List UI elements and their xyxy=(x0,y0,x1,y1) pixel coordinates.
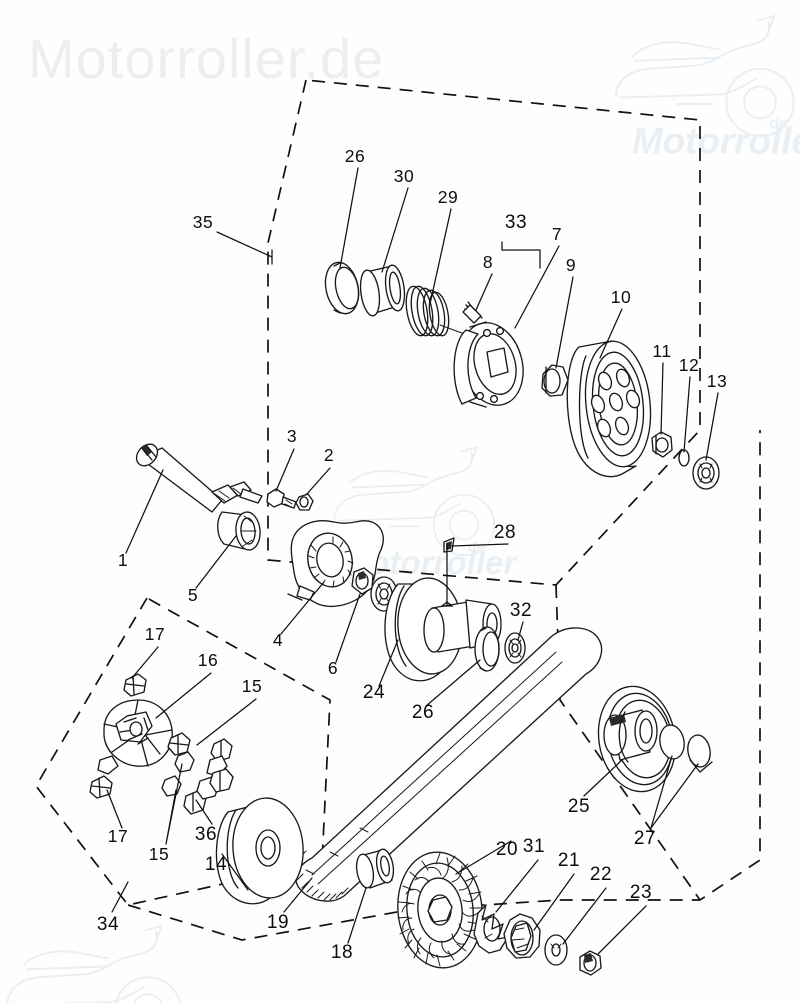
part-23-nut xyxy=(579,950,602,976)
part-11-hex-nut xyxy=(651,431,673,458)
callout-15b: 15 xyxy=(242,676,262,696)
part-29-clutch-spring xyxy=(405,285,471,337)
part-27-oval-washers xyxy=(659,724,713,773)
callout-29: 29 xyxy=(438,187,458,207)
watermark-logo-word-tr: Motorroller xyxy=(632,121,800,162)
callout-4: 4 xyxy=(273,630,283,650)
fan-blades xyxy=(397,852,483,967)
part-31-starter-ratchet xyxy=(473,904,509,954)
watermark-scooter-bottom-left: Motorroller de xyxy=(6,924,181,1003)
callout-16: 16 xyxy=(198,650,218,670)
part-6-nut xyxy=(351,567,374,595)
part-16-variator-ramp-plate xyxy=(97,699,173,775)
callout-25: 25 xyxy=(568,796,590,817)
part-1-kickstarter-shaft xyxy=(135,443,263,513)
part-26-oil-seal xyxy=(324,261,360,315)
callout-5: 5 xyxy=(188,585,198,605)
part-30-bushing xyxy=(359,264,406,317)
callout-11: 11 xyxy=(652,341,671,361)
part-14-variator-pulley-half xyxy=(215,797,304,905)
callout-3: 3 xyxy=(287,426,297,446)
callout-21: 21 xyxy=(558,850,580,871)
callout-7: 7 xyxy=(552,224,562,244)
callout-1: 1 xyxy=(118,550,128,570)
callout-26b: 26 xyxy=(412,702,434,723)
part-17-slide-piece-a xyxy=(123,673,147,697)
watermark-logo-suffix-tr: de xyxy=(770,115,788,132)
callout-33: 33 xyxy=(505,212,527,233)
callout-28: 28 xyxy=(494,522,516,543)
callout-6: 6 xyxy=(328,658,338,678)
callout-19: 19 xyxy=(267,912,289,933)
watermark-scooter-top-right: Motorroller de xyxy=(615,14,800,162)
part-8-spring xyxy=(462,301,483,324)
callout-14: 14 xyxy=(205,854,227,875)
part-10-clutch-bell xyxy=(566,340,652,478)
callout-18: 18 xyxy=(331,942,353,963)
callout-22: 22 xyxy=(590,864,612,885)
part-2-washer-small xyxy=(295,493,314,511)
callout-8: 8 xyxy=(483,252,493,272)
part-15-slider-guide-d xyxy=(206,738,233,777)
part-17-slide-piece-b xyxy=(89,775,113,799)
callout-27: 27 xyxy=(634,828,656,849)
callout-9: 9 xyxy=(566,255,576,275)
callout-12: 12 xyxy=(679,355,699,375)
callout-36: 36 xyxy=(195,824,217,845)
part-7-clutch-shoe-assembly xyxy=(453,321,524,408)
callout-31: 31 xyxy=(523,836,545,857)
watermark-headline: Motorroller.de xyxy=(28,27,384,90)
callout-17: 17 xyxy=(145,624,165,644)
callout-24: 24 xyxy=(363,682,385,703)
callout-20: 20 xyxy=(496,839,518,860)
part-3-bolt xyxy=(266,488,297,509)
callout-13: 13 xyxy=(707,371,727,391)
part-15-slider-guide-b xyxy=(174,751,195,773)
callout-34: 34 xyxy=(97,914,119,935)
part-21-starter-clutch-gear xyxy=(503,913,541,959)
part-36-roller-weights xyxy=(183,768,234,815)
callout-2: 2 xyxy=(324,445,334,465)
callout-17b: 17 xyxy=(108,826,128,846)
part-18-spacer-sleeve xyxy=(355,848,395,889)
part-22-washer xyxy=(544,934,568,966)
part-9-clutch-nut xyxy=(541,364,569,397)
part-20-fan-wheel xyxy=(397,851,483,969)
part-26b-oil-seal xyxy=(474,626,500,672)
callout-32: 32 xyxy=(510,600,532,621)
callout-23: 23 xyxy=(630,882,652,903)
callout-10: 10 xyxy=(611,287,631,307)
part-13-bearing-small xyxy=(692,456,720,490)
part-32-bearing-small xyxy=(504,632,526,664)
callout-15: 15 xyxy=(149,844,169,864)
part-5-bearing xyxy=(217,511,261,551)
callout-30: 30 xyxy=(394,166,414,186)
callout-26: 26 xyxy=(345,146,365,166)
callout-35: 35 xyxy=(193,212,213,232)
watermark-logo-suffix-c: de xyxy=(468,539,484,554)
